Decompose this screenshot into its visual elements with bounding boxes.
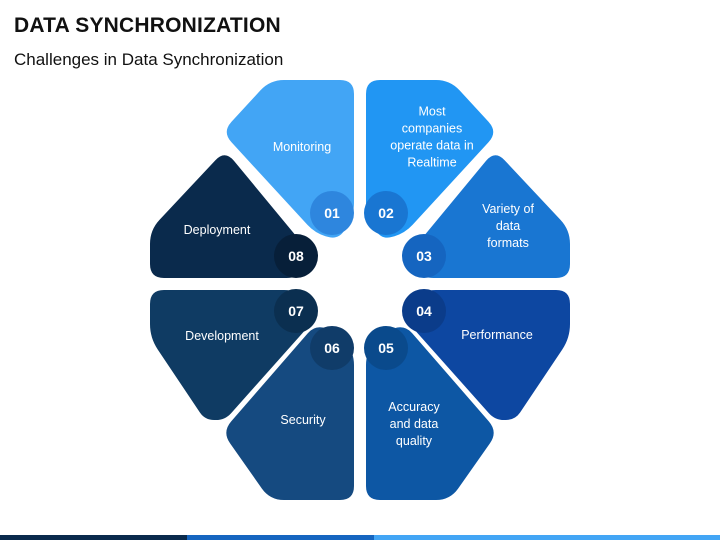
segment-02-badge: 02 [364,191,408,235]
segment-01-label: Monitoring [273,140,331,154]
segment-08-badge-circle [274,234,318,278]
segment-03-shape [407,155,570,278]
segment-06-shape [226,327,354,500]
segment-05-badge-circle [364,326,408,370]
segment-07-number: 07 [288,303,304,319]
bottom-bar-segment [374,535,720,540]
segment-05-shape [366,327,494,500]
segment-07-badge: 07 [274,289,318,333]
segment-03-badge: 03 [402,234,446,278]
segment-07-badge-circle [274,289,318,333]
segment-04-badge: 04 [402,289,446,333]
segment-08-shape [150,155,313,278]
segment-06-number: 06 [324,340,340,356]
segment-04-label: Performance [461,328,533,342]
segment-08-label: Deployment [184,223,251,237]
segment-06-badge: 06 [310,326,354,370]
page-subtitle: Challenges in Data Synchronization [14,50,284,69]
segment-01-badge-circle [310,191,354,235]
bottom-accent-bar [0,535,720,540]
bottom-bar-segment [0,535,188,540]
segment-03-badge-circle [402,234,446,278]
segment-02-badge-circle [364,191,408,235]
segment-04-badge-circle [402,289,446,333]
segment-02-number: 02 [378,205,394,221]
segment-07-shape [150,290,312,420]
segment-08-number: 08 [288,248,304,264]
segment-05-number: 05 [378,340,394,356]
segment-08-badge: 08 [274,234,318,278]
segment-06-badge-circle [310,326,354,370]
segment-03-number: 03 [416,248,432,264]
segment-05-badge: 05 [364,326,408,370]
segment-01-number: 01 [324,205,340,221]
bottom-bar-segment [187,535,375,540]
segment-07-label: Development [185,329,259,343]
segment-01-badge: 01 [310,191,354,235]
page-title: DATA SYNCHRONIZATION [14,14,281,37]
segment-04-shape [408,290,570,420]
segment-06-label: Security [280,413,326,427]
segment-04-number: 04 [416,303,432,319]
